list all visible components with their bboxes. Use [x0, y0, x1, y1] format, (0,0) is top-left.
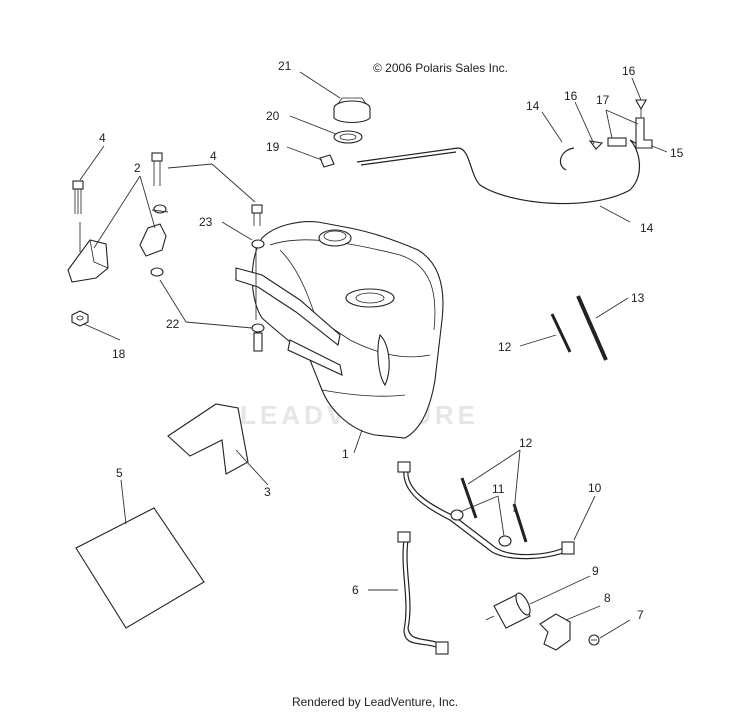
callout-4-right: 4 — [210, 149, 217, 163]
callout-11: 11 — [492, 482, 505, 496]
callout-labels: 1 2 3 4 4 5 6 7 8 9 10 11 12 12 13 14 14… — [99, 59, 684, 622]
fuel-line-lower[interactable] — [397, 531, 449, 655]
callout-3: 3 — [264, 485, 271, 499]
callout-16-right: 16 — [622, 64, 636, 78]
strap-lower[interactable] — [460, 477, 528, 543]
callout-12-upper: 12 — [498, 340, 512, 354]
callout-1: 1 — [342, 447, 349, 461]
callout-21: 21 — [278, 59, 292, 73]
copyright-text: © 2006 Polaris Sales Inc. — [373, 61, 508, 75]
callout-4-left: 4 — [99, 131, 106, 145]
callout-18: 18 — [112, 347, 126, 361]
footer-text: Rendered by LeadVenture, Inc. — [291, 695, 459, 709]
callout-15: 15 — [670, 146, 684, 160]
bolt-left[interactable] — [72, 180, 84, 214]
callout-7: 7 — [637, 608, 644, 622]
callout-8: 8 — [604, 591, 611, 605]
strap-short[interactable] — [550, 313, 572, 353]
callout-23: 23 — [199, 215, 213, 229]
cap-gasket[interactable] — [333, 130, 363, 144]
callout-13: 13 — [631, 291, 645, 305]
fuel-filter[interactable] — [485, 591, 533, 629]
filter-clip[interactable] — [539, 613, 571, 651]
clip-small[interactable] — [319, 154, 335, 168]
heat-shield-pad[interactable] — [75, 507, 205, 629]
bolt-right[interactable] — [251, 204, 263, 226]
vent-fittings[interactable] — [588, 99, 653, 150]
bolt-center-top[interactable] — [151, 152, 163, 186]
callout-5: 5 — [116, 466, 123, 480]
fuel-cap[interactable] — [333, 97, 371, 124]
tank-bracket-left[interactable] — [67, 239, 109, 283]
callout-10: 10 — [588, 481, 602, 495]
callout-9: 9 — [592, 564, 599, 578]
screw[interactable] — [588, 634, 600, 646]
callout-14-lower: 14 — [640, 221, 654, 235]
callout-20: 20 — [266, 109, 280, 123]
tank-bracket-right[interactable] — [139, 223, 167, 257]
callout-17: 17 — [596, 93, 610, 107]
fuel-line-upper[interactable] — [397, 461, 575, 560]
leader-lines — [79, 71, 668, 639]
nut[interactable] — [71, 310, 89, 327]
callout-22: 22 — [166, 317, 180, 331]
callout-2: 2 — [134, 161, 141, 175]
washer-lower[interactable] — [150, 267, 265, 352]
hose-clamps[interactable] — [450, 509, 512, 547]
callout-19: 19 — [266, 140, 280, 154]
fuel-tank[interactable] — [235, 221, 444, 439]
vent-hose[interactable] — [356, 139, 645, 205]
tank-pad[interactable] — [167, 403, 249, 475]
callout-6: 6 — [352, 583, 359, 597]
callout-12-lower: 12 — [519, 436, 533, 450]
strap-long[interactable] — [576, 295, 608, 361]
callout-16-left: 16 — [564, 89, 578, 103]
callout-14-upper: 14 — [526, 99, 540, 113]
